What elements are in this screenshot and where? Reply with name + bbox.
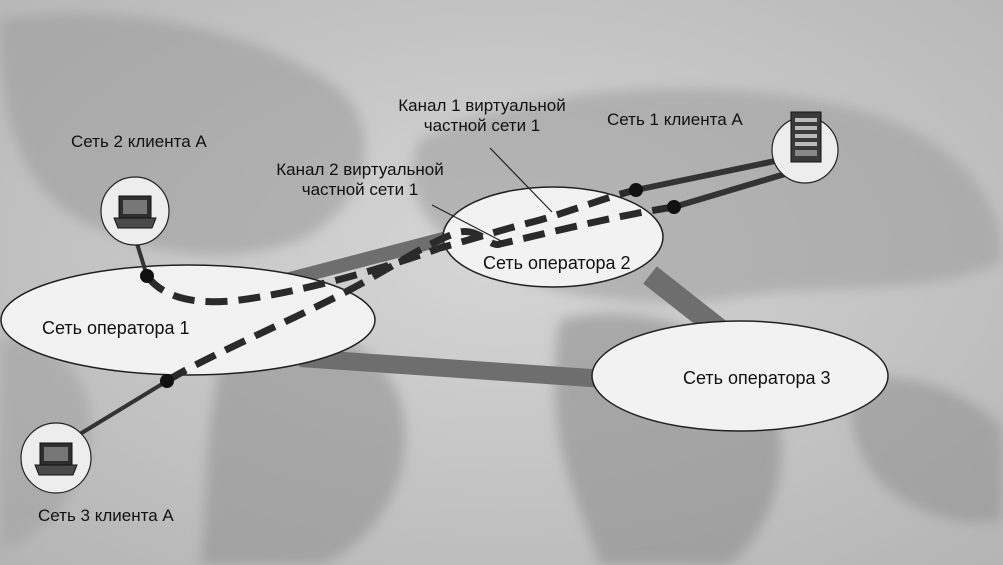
channel-2-leader — [431, 204, 506, 244]
operator-3-label: Сеть оператора 3 — [683, 368, 831, 388]
channel-1-leader — [489, 147, 553, 213]
link-client3 — [73, 379, 169, 439]
client-1-label: Сеть 1 клиента А — [607, 110, 743, 129]
server-icon — [790, 111, 822, 163]
channel-2-label-line2: частной сети 1 — [301, 180, 419, 199]
vpn-channel-2 — [165, 203, 675, 384]
connection-point — [667, 200, 681, 214]
vpn-channel-1 — [144, 186, 637, 306]
channel-2-label-line1: Канал 2 виртуальной — [276, 160, 444, 179]
client-3-label: Сеть 3 клиента А — [38, 506, 174, 525]
operator-3-network — [591, 320, 889, 432]
laptop-icon — [34, 442, 78, 476]
vpn-channels — [144, 186, 675, 384]
link-client1-bottom — [673, 171, 786, 210]
channel-1-label: Канал 1 виртуальной частной сети 1 — [376, 96, 588, 136]
connection-points — [140, 183, 681, 388]
operator-1-label: Сеть оператора 1 — [42, 318, 190, 338]
client-2-label: Сеть 2 клиента А — [71, 132, 207, 151]
channel-2-label: Канал 2 виртуальной частной сети 1 — [254, 160, 466, 200]
connection-point — [629, 183, 643, 197]
link-client1-top — [635, 157, 781, 193]
client-links — [73, 157, 786, 439]
trunk-op1-op3 — [299, 349, 621, 389]
laptop-icon — [113, 195, 157, 229]
channel-1-label-line1: Канал 1 виртуальной — [398, 96, 566, 115]
connection-point — [140, 269, 154, 283]
operator-2-label: Сеть оператора 2 — [483, 253, 631, 273]
channel-1-label-line2: частной сети 1 — [423, 116, 541, 135]
trunk-op2-op3 — [643, 266, 727, 339]
connection-point — [160, 374, 174, 388]
